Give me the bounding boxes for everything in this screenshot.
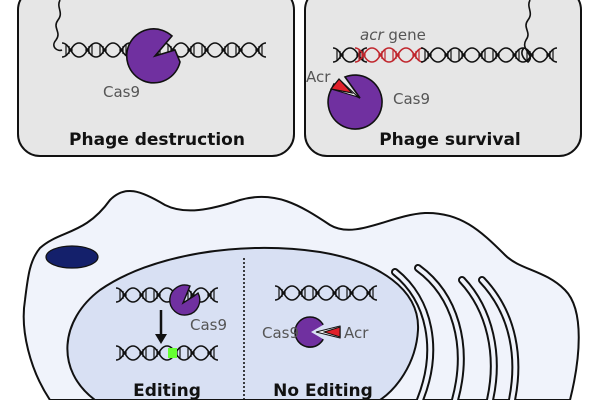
acr-gene-label: acr gene xyxy=(360,26,426,44)
nucleus xyxy=(66,246,420,400)
phage-dna-tail xyxy=(53,0,63,52)
arrow-head xyxy=(155,334,167,344)
cas9-label: Cas9 xyxy=(393,90,430,108)
edit-mark xyxy=(168,348,177,358)
section-title: Editing xyxy=(133,381,201,400)
editing-section: Cas9 Editing xyxy=(115,284,227,400)
acr-label: Acr xyxy=(306,68,331,86)
cell: Cas9 Editing Cas9 Acr xyxy=(22,189,580,400)
panel-title: Phage destruction xyxy=(69,130,245,150)
section-title: No Editing xyxy=(273,381,373,400)
panel-phage-survival: acr gene Acr Cas9 Phage survival xyxy=(304,0,582,157)
cas9-label: Cas9 xyxy=(262,324,299,342)
acr-gene-italic: acr xyxy=(360,26,384,44)
acr-protein-icon xyxy=(329,78,354,94)
cas9-protein-icon xyxy=(169,284,201,316)
cas9-protein-icon xyxy=(125,28,181,84)
panel-phage-destruction: Cas9 Phage destruction xyxy=(17,0,295,157)
acr-label: Acr xyxy=(344,324,369,342)
no-editing-section: Cas9 Acr No Editing xyxy=(262,285,378,400)
organelle-icon xyxy=(45,245,99,269)
cas9-label: Cas9 xyxy=(190,316,227,334)
edited-dna-helix xyxy=(115,345,219,361)
panel-title: Phage survival xyxy=(379,130,521,150)
cas9-label: Cas9 xyxy=(103,83,140,101)
phage-dna-tail xyxy=(521,0,532,64)
acr-protein-icon xyxy=(322,326,341,338)
er-inner xyxy=(393,266,518,400)
acr-gene-rest: gene xyxy=(384,26,426,44)
